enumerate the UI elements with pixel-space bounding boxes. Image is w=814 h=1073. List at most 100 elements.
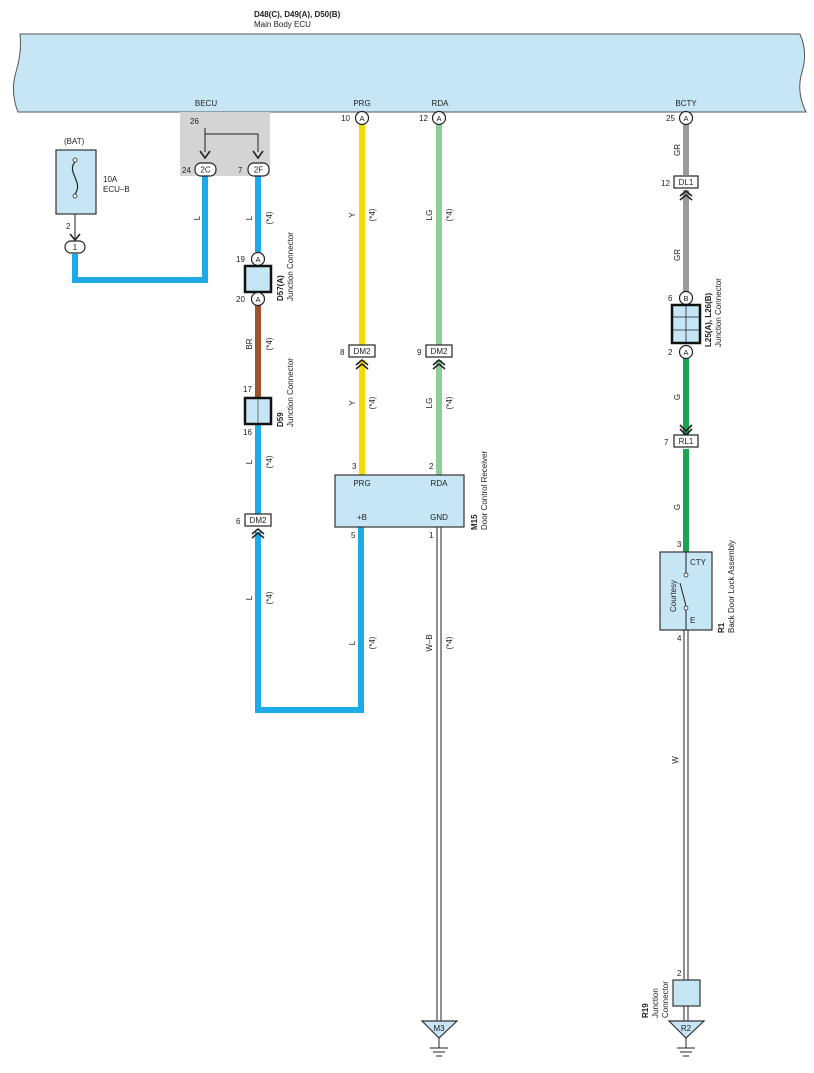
ecu-pin-rda: RDA <box>432 99 450 108</box>
l25-pin-2: 2 <box>668 348 673 357</box>
r1-switch-blade <box>679 582 687 607</box>
ecu-connectors: D48(C), D49(A), D50(B) <box>254 10 341 19</box>
l25-code: L25(A), L26(B) <box>704 292 713 347</box>
r19-pin-2: 2 <box>677 969 682 978</box>
wire-note-l-m15: (*4) <box>368 636 377 649</box>
wire-l-fuse <box>72 176 208 283</box>
dm2-connector-6 <box>244 513 272 527</box>
block-arrow-2f <box>252 150 264 160</box>
l25-connector-b-label: B <box>683 294 688 303</box>
r1-pin-3: 3 <box>677 540 682 549</box>
wire-l-bottom <box>255 527 364 713</box>
dm2-8-chevron-icon <box>355 358 369 370</box>
fuse-name: ECU–B <box>103 185 130 194</box>
wire-note-br: (*4) <box>265 337 274 350</box>
connector-2c <box>194 162 217 177</box>
dm2-connector-8 <box>348 344 376 358</box>
dl1-chevron-icon <box>679 189 693 201</box>
d57-name: Junction Connector <box>286 232 295 301</box>
d57-box <box>243 264 273 294</box>
connector-2c-label: 2C <box>200 166 210 175</box>
dm2-6-chevron-icon <box>251 527 265 539</box>
rl1-label: RL1 <box>679 437 694 446</box>
wire-label-gr-top: GR <box>673 144 682 156</box>
m15-rda: RDA <box>431 479 449 488</box>
wire-note-l-becu: (*4) <box>265 211 274 224</box>
ground-r2-label: R2 <box>681 1024 692 1033</box>
ecu-pin-bcty: BCTY <box>675 99 697 108</box>
r1-e: E <box>690 616 695 625</box>
pin-10: 10 <box>341 114 350 123</box>
wire-note-y-bot: (*4) <box>368 396 377 409</box>
ground-r2-triangle <box>667 1020 706 1039</box>
dl1-pin: 12 <box>661 179 670 188</box>
fuse-node-bottom <box>72 193 78 199</box>
m15-pin-2: 2 <box>429 462 434 471</box>
wire-label-gr-bot: GR <box>673 249 682 261</box>
m15-prg: PRG <box>353 479 370 488</box>
wire-note-lg-bot: (*4) <box>445 396 454 409</box>
connector-bcty-a-label: A <box>683 114 688 123</box>
m15-pin-5: 5 <box>351 531 356 540</box>
ecu-pin-becu: BECU <box>195 99 217 108</box>
pin-24: 24 <box>182 166 191 175</box>
d59-pin-17: 17 <box>243 385 252 394</box>
block-arrow-2c <box>199 150 211 160</box>
pin-7: 7 <box>238 166 243 175</box>
l25-name: Junction Connector <box>714 278 723 347</box>
wire-note-l-d59: (*4) <box>265 455 274 468</box>
r1-name: Back Door Lock Assembly <box>727 540 736 633</box>
dm2-pin-8: 8 <box>340 348 345 357</box>
d57-connector-19-label: A <box>255 255 260 264</box>
wire-label-l-fuse: L <box>193 215 202 220</box>
wire-label-w: W <box>671 756 680 764</box>
wire-label-g-bot: G <box>673 504 682 510</box>
fuse-node-top <box>72 157 78 163</box>
d57-connector-20-label: A <box>255 295 260 304</box>
block-pin-26: 26 <box>190 117 199 126</box>
dm2-pin-6: 6 <box>236 517 241 526</box>
wire-label-l-bottom: L <box>245 595 254 600</box>
wire-note-y-top: (*4) <box>368 208 377 221</box>
wire-label-y-top: Y <box>348 212 357 218</box>
connector-bcty-a <box>678 110 694 126</box>
ecu-pin-prg: PRG <box>353 99 370 108</box>
m15-plus-b: +B <box>357 513 367 522</box>
d59-name: Junction Connector <box>286 358 295 427</box>
d57-pin-19: 19 <box>236 255 245 264</box>
m15-pin-3: 3 <box>352 462 357 471</box>
ground-m3-icon <box>430 1038 448 1057</box>
r19-name-2: Connector <box>661 981 670 1018</box>
connector-2f-label: 2F <box>254 166 263 175</box>
r19-name-1: Junction <box>651 988 660 1018</box>
dm2-connector-8-label: DM2 <box>354 347 371 356</box>
l25-pin-6: 6 <box>668 294 673 303</box>
dl1-label: DL1 <box>679 178 694 187</box>
rl1-pin: 7 <box>664 438 669 447</box>
r19-box <box>672 979 701 1007</box>
wire-label-l-becu: L <box>245 215 254 220</box>
wire-note-l-bottom: (*4) <box>265 591 274 604</box>
connector-2f <box>247 162 270 177</box>
m15-code: M15 <box>470 514 479 530</box>
ecu-name: Main Body ECU <box>254 20 311 29</box>
wire-label-l-d59: L <box>245 459 254 464</box>
m15-pin-1: 1 <box>429 531 434 540</box>
wire-label-l-m15: L <box>348 640 357 645</box>
r19-code: R19 <box>641 1003 650 1018</box>
r1-cty: CTY <box>690 558 707 567</box>
ground-m3-label: M3 <box>433 1024 445 1033</box>
r1-pin-4: 4 <box>677 634 682 643</box>
dm2-9-chevron-icon <box>432 358 446 370</box>
dm2-connector-9-label: DM2 <box>431 347 448 356</box>
wire-label-lg-bot: LG <box>425 398 434 409</box>
wire-label-g-top: G <box>673 394 682 400</box>
m15-gnd: GND <box>430 513 448 522</box>
r1-code: R1 <box>717 622 726 633</box>
r1-switch-node-top <box>683 572 689 578</box>
ground-r2-icon <box>677 1038 695 1057</box>
connector-rda-a-label: A <box>436 114 441 123</box>
fuse-element-icon <box>71 161 79 195</box>
rl1-connector <box>673 434 699 448</box>
